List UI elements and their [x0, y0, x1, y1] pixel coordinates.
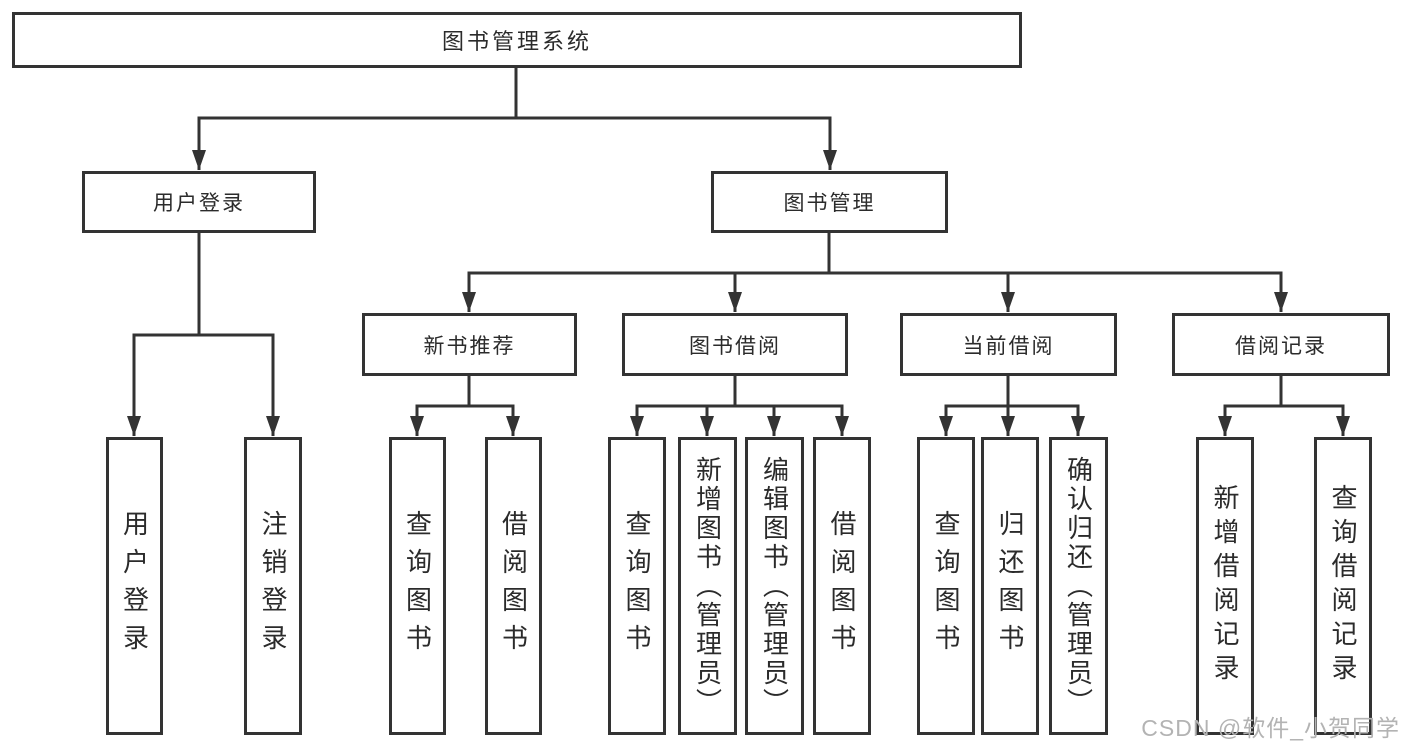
leaf-query-books-borrowing: 查询图书: [608, 437, 666, 735]
leaf-borrow-books-recommend: 借阅图书: [485, 437, 542, 735]
node-new-book-recommendation: 新书推荐: [362, 313, 577, 376]
leaf-query-borrow-record: 查询借阅记录: [1314, 437, 1372, 735]
node-book-management: 图书管理: [711, 171, 948, 233]
node-user-login: 用户登录: [82, 171, 316, 233]
leaf-borrow-books-borrowing: 借阅图书: [813, 437, 871, 735]
leaf-confirm-return-admin: 确认归还（管理员）: [1049, 437, 1108, 735]
tree-edges: [127, 68, 1350, 436]
leaf-add-borrow-record: 新增借阅记录: [1196, 437, 1254, 735]
leaf-return-books: 归还图书: [981, 437, 1039, 735]
leaf-user-login: 用户登录: [106, 437, 163, 735]
leaf-query-books-recommend: 查询图书: [389, 437, 446, 735]
leaf-edit-book-admin: 编辑图书（管理员）: [745, 437, 804, 735]
csdn-watermark: CSDN @软件_小贺同学: [1141, 715, 1400, 741]
node-library-management-system: 图书管理系统: [12, 12, 1022, 68]
leaf-logout: 注销登录: [244, 437, 302, 735]
leaf-add-book-admin: 新增图书（管理员）: [678, 437, 737, 735]
node-borrowing-records: 借阅记录: [1172, 313, 1390, 376]
node-current-borrowing: 当前借阅: [900, 313, 1117, 376]
leaf-query-books-current: 查询图书: [917, 437, 975, 735]
node-book-borrowing: 图书借阅: [622, 313, 848, 376]
